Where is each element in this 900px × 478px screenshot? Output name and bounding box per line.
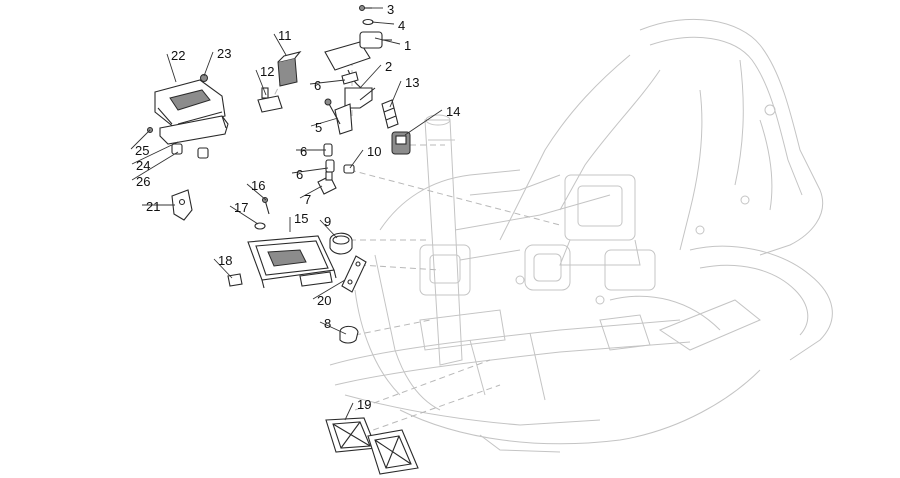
callout-number-c8: 8 xyxy=(324,316,331,331)
leader-line-c25 xyxy=(130,129,151,150)
callout-number-c7: 7 xyxy=(304,192,311,207)
leader-line-c7 xyxy=(299,185,323,199)
callout-leader-lines xyxy=(130,7,443,421)
sensor-plug-part xyxy=(339,325,359,344)
callout-number-c13: 13 xyxy=(405,75,419,90)
callout-number-c1: 1 xyxy=(404,38,411,53)
ignition-bracket-part xyxy=(334,87,376,135)
callout-number-c14: 14 xyxy=(446,104,460,119)
callout-number-c17: 17 xyxy=(234,200,248,215)
screw-part xyxy=(359,5,372,11)
leader-line-c1 xyxy=(374,37,401,45)
callout-number-c24: 24 xyxy=(136,158,150,173)
scooter-frame-outline xyxy=(329,18,833,453)
ecu-control-unit-part xyxy=(247,235,337,289)
ignition-switch-part xyxy=(324,31,392,93)
buzzer-part xyxy=(329,232,353,255)
callout-number-c25: 25 xyxy=(135,143,149,158)
callout-number-c20: 20 xyxy=(317,293,331,308)
leader-line-c5 xyxy=(310,117,339,127)
ecu-screw-part xyxy=(262,197,270,215)
callout-number-c16: 16 xyxy=(251,178,265,193)
leader-line-c20 xyxy=(312,279,346,300)
callout-number-c19: 19 xyxy=(357,397,371,412)
leader-line-c4 xyxy=(371,21,395,25)
bolt-part xyxy=(324,98,341,125)
leader-line-c12 xyxy=(255,69,267,96)
callout-number-c5: 5 xyxy=(315,120,322,135)
leader-line-c6a xyxy=(309,79,346,85)
ecu-washer-part xyxy=(254,222,266,230)
leader-line-c11 xyxy=(273,33,287,56)
callout-number-c2: 2 xyxy=(385,59,392,74)
sensor-part xyxy=(317,171,337,195)
callout-number-c21: 21 xyxy=(146,199,160,214)
leader-line-c23 xyxy=(203,51,214,77)
leader-line-c17 xyxy=(229,205,259,225)
clip-part xyxy=(343,164,355,174)
relay-part xyxy=(277,51,302,87)
callout-number-c10: 10 xyxy=(367,144,381,159)
leader-line-c19 xyxy=(344,402,354,421)
callout-number-c4: 4 xyxy=(398,18,405,33)
callout-number-c9: 9 xyxy=(324,214,331,229)
connector-part xyxy=(381,99,399,129)
fuse-holder-part xyxy=(257,87,283,113)
leader-line-c16 xyxy=(246,183,267,201)
callout-number-c3: 3 xyxy=(387,2,394,17)
connector-housing-part xyxy=(391,131,411,155)
regulator-bracket-part xyxy=(159,115,229,145)
floor-mat-part-right xyxy=(367,429,419,475)
leader-line-c6c xyxy=(291,167,329,174)
ecu-bracket-part xyxy=(341,255,367,293)
pin-part-c xyxy=(325,159,335,173)
leader-line-c18 xyxy=(213,258,233,279)
leader-line-c26 xyxy=(131,151,179,181)
callout-number-c6c: 6 xyxy=(296,167,303,182)
leader-line-c22 xyxy=(166,53,177,83)
assembly-guide-lines xyxy=(271,60,561,441)
callout-number-c18: 18 xyxy=(218,253,232,268)
mounting-bracket-part xyxy=(171,189,193,221)
leader-line-c10 xyxy=(349,149,364,169)
pin-part-a xyxy=(341,71,359,85)
callout-number-c11: 11 xyxy=(278,28,292,43)
callout-number-c26: 26 xyxy=(136,174,150,189)
callout-number-c22: 22 xyxy=(171,48,185,63)
voltage-regulator-part xyxy=(154,79,226,129)
callout-number-c23: 23 xyxy=(217,46,231,61)
leader-line-c8 xyxy=(319,321,347,335)
callout-number-c6a: 6 xyxy=(314,78,321,93)
leader-line-c9 xyxy=(319,219,338,239)
floor-mat-part-left xyxy=(325,417,377,453)
washer-part xyxy=(362,18,374,26)
leader-line-c24 xyxy=(131,141,179,165)
callout-number-c6b: 6 xyxy=(300,144,307,159)
callout-number-c15: 15 xyxy=(294,211,308,226)
leader-line-c13 xyxy=(389,80,402,108)
callout-number-c12: 12 xyxy=(260,64,274,79)
leader-line-c2 xyxy=(359,64,382,89)
rubber-mount-part xyxy=(171,143,209,159)
leader-line-c14 xyxy=(404,109,443,136)
regulator-screw-part xyxy=(200,74,208,82)
